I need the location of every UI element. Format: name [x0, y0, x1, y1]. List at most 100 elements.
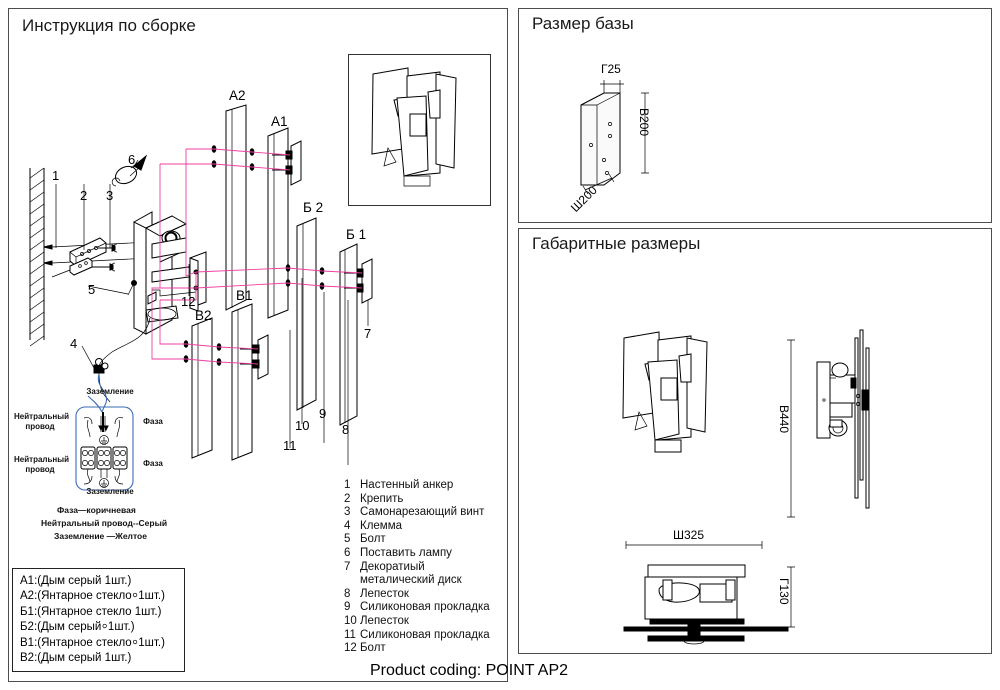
part-label-V1: В1 [236, 288, 253, 303]
parts-box-item: Б2:(Дым серый⸰1шт.) [20, 621, 135, 634]
parts-box-item: A1:(Дым серый 1шт.) [20, 575, 132, 587]
base-panel-title: Размер базы [532, 14, 634, 33]
legend-label: Крепить [360, 492, 404, 505]
parts-legend: 1 Настенный анкер 2 Крепить 3 Самонарезающи… [344, 479, 490, 656]
wiring-label-phase-bottom: Фаза [143, 459, 163, 468]
callout-2: 2 [80, 188, 88, 203]
legend-num: 7 [344, 560, 351, 573]
panel-V1 [231, 303, 253, 461]
terminal-4 [93, 358, 111, 403]
overall-panel-frame [518, 228, 992, 654]
part-label-V2: В2 [195, 308, 212, 323]
part-label-A2: A2 [229, 88, 246, 103]
assembly-route-lines [151, 148, 363, 365]
legend-label: Декоратиый [360, 560, 425, 573]
callout-1: 1 [52, 168, 60, 183]
legend-row: 6 Поставить лампу [344, 547, 490, 561]
wire-note-ground: Заземление —Желтое [54, 531, 147, 541]
callout-7: 7 [364, 326, 372, 341]
legend-num: 1 [344, 479, 351, 491]
product-preview-box [348, 54, 491, 206]
legend-label: Лепесток [360, 587, 409, 600]
callout-4: 4 [70, 336, 78, 351]
callout-8: 8 [342, 422, 350, 437]
callout-6-leader [132, 159, 139, 169]
parts-box-item: В1:(Янтарное стекло⸰1шт.) [20, 636, 165, 649]
callout-10: 10 [295, 418, 310, 433]
overall-height-label: В440 [777, 405, 791, 434]
parts-box-item: В2:(Дым серый 1шт.) [20, 652, 132, 665]
mounting-bracket [51, 237, 107, 278]
legend-label: Настенный анкер [360, 479, 454, 491]
legend-label: Болт [360, 533, 386, 546]
wiring-label-phase-top: Фаза [143, 417, 163, 426]
legend-label: Поставить лампу [360, 546, 452, 559]
callout-3: 3 [106, 188, 114, 203]
callout-12: 12 [181, 294, 196, 309]
panel-A2 [225, 104, 247, 311]
legend-num: 12 [344, 642, 357, 655]
legend-num: 3 [344, 506, 351, 519]
legend-num: 2 [344, 492, 351, 505]
legend-num: 8 [344, 587, 351, 600]
legend-num: 5 [344, 533, 351, 546]
wall-hatching [29, 167, 45, 347]
legend-row: 5 Болт [344, 533, 490, 547]
lamp-housing [133, 211, 207, 335]
wire-note-neutral: Нейтральный провод--Серый [41, 518, 168, 528]
callout-5: 5 [88, 282, 96, 297]
legend-label: Болт [360, 642, 386, 655]
callout-9: 9 [319, 406, 327, 421]
legend-row: 8 Лепесток [344, 588, 490, 602]
legend-label-cont: металический диск [360, 574, 462, 587]
part-label-A1: A1 [271, 114, 288, 129]
legend-row: 3 Самонарезающий винт [344, 506, 490, 520]
legend-num: 4 [344, 519, 351, 532]
callout-6: 6 [128, 152, 136, 167]
legend-label: Клемма [360, 519, 403, 532]
overall-depth-label: Г130 [777, 578, 791, 605]
legend-row: 2 Крепить [344, 493, 490, 507]
base-panel-frame [518, 8, 992, 223]
assembly-panel-title: Инструкция по сборке [22, 16, 196, 35]
wiring-label-ground-top: Заземление [86, 387, 134, 396]
legend-row: 4 Клемма [344, 520, 490, 534]
part-label-B2: Б 2 [303, 200, 324, 215]
overall-width-label: Ш325 [673, 528, 705, 542]
parts-box-item: A2:(Янтарное стекло⸰1шт.) [20, 590, 165, 603]
lamp-bulb [111, 154, 148, 187]
panel-A1 [267, 127, 289, 319]
legend-num: 6 [344, 546, 351, 559]
overall-panel-title: Габаритные размеры [532, 234, 701, 253]
legend-row: 11 Силиконовая прокладка [344, 629, 490, 643]
legend-num: 9 [344, 601, 351, 614]
legend-label: Силиконовая прокладка [360, 601, 490, 614]
callout-11: 11 [283, 438, 297, 453]
legend-num: 11 [344, 628, 356, 641]
parts-box-item: Б1:(Янтарное стекло 1шт.) [20, 605, 162, 618]
legend-row: 1 Настенный анкер [344, 479, 490, 493]
legend-label: Самонарезающий винт [360, 506, 485, 519]
legend-label: Силиконовая прокладка [360, 628, 490, 641]
panel-V2 [191, 317, 213, 459]
part-label-B1: Б 1 [346, 227, 367, 242]
glass-parts-box: A1:(Дым серый 1шт.) A2:(Янтарное стекло⸰… [12, 568, 185, 673]
power-cable [98, 317, 151, 367]
panel-B1 [339, 243, 358, 426]
product-coding-footer: Product coding: POINT AP2 [370, 662, 569, 679]
assembly-panel-frame [8, 8, 508, 682]
bolt-5 [127, 280, 137, 296]
base-height-label: В200 [637, 108, 651, 137]
wire-note-phase: Фаза—коричневая [57, 505, 136, 515]
wiring-label-ground-bottom: Заземление [86, 487, 134, 496]
